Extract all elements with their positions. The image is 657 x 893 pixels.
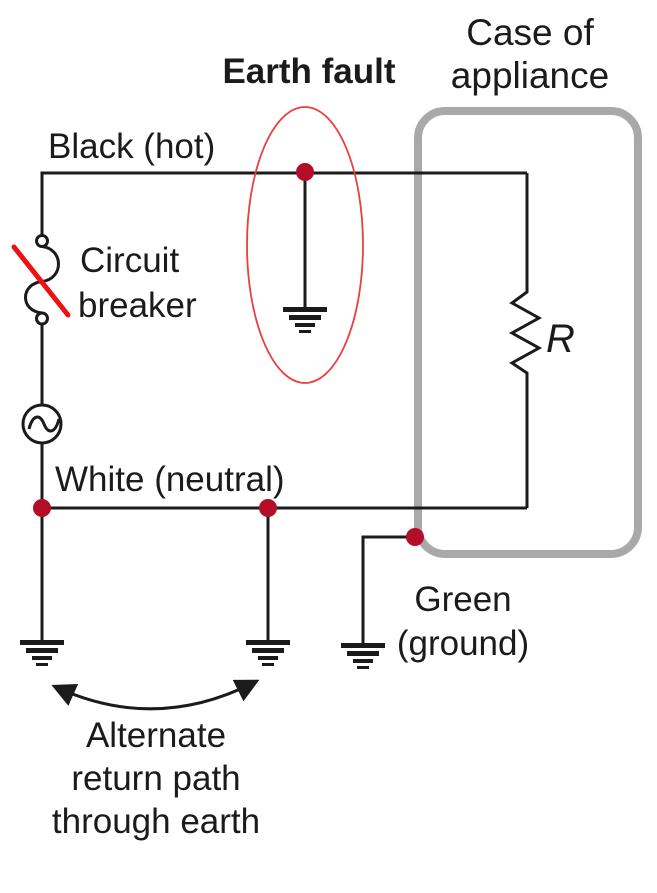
ac-source-circle xyxy=(21,403,63,445)
breaker-contact-bottom xyxy=(35,311,49,326)
junction-dot-case-ground xyxy=(406,528,424,546)
breaker-contact-top xyxy=(35,234,49,248)
label-alternate-return-line3: through earth xyxy=(52,802,260,841)
label-alternate-return-line1: Alternate xyxy=(86,716,226,755)
earth-fault-highlight-ellipse xyxy=(246,106,364,384)
ac-source-symbol xyxy=(21,403,63,445)
ground-symbol-earth-fault xyxy=(283,307,327,333)
ground-symbol-source xyxy=(20,640,64,666)
appliance-case-outline xyxy=(414,107,642,558)
junction-dot-fault xyxy=(296,163,314,181)
label-earth-fault: Earth fault xyxy=(222,52,395,91)
ground-symbol-green xyxy=(341,643,385,669)
junction-dot-neutral-mid xyxy=(259,499,277,517)
label-green-ground-line2: (ground) xyxy=(397,624,529,663)
circuit-breaker-symbol xyxy=(11,234,71,326)
hot-wire xyxy=(40,171,527,236)
green-ground-wire xyxy=(361,535,415,643)
label-circuit-breaker-line1: Circuit xyxy=(80,241,179,280)
label-case-of-appliance-line1: Case of xyxy=(466,12,594,53)
junction-dot-neutral-left xyxy=(33,499,51,517)
label-case-of-appliance-line2: appliance xyxy=(451,55,609,96)
label-alternate-return-line2: return path xyxy=(71,759,240,798)
label-white-neutral: White (neutral) xyxy=(55,460,285,499)
label-resistor-r: R xyxy=(546,317,575,361)
resistor xyxy=(508,173,543,508)
label-circuit-breaker-line2: breaker xyxy=(78,286,197,325)
ac-sine-icon xyxy=(27,415,61,433)
label-green-ground-line1: Green xyxy=(414,580,511,619)
ground-symbol-neutral xyxy=(246,640,290,666)
label-black-hot: Black (hot) xyxy=(48,127,215,166)
alternate-return-arrow xyxy=(51,679,260,711)
breaker-trip-slash-icon xyxy=(11,244,71,318)
